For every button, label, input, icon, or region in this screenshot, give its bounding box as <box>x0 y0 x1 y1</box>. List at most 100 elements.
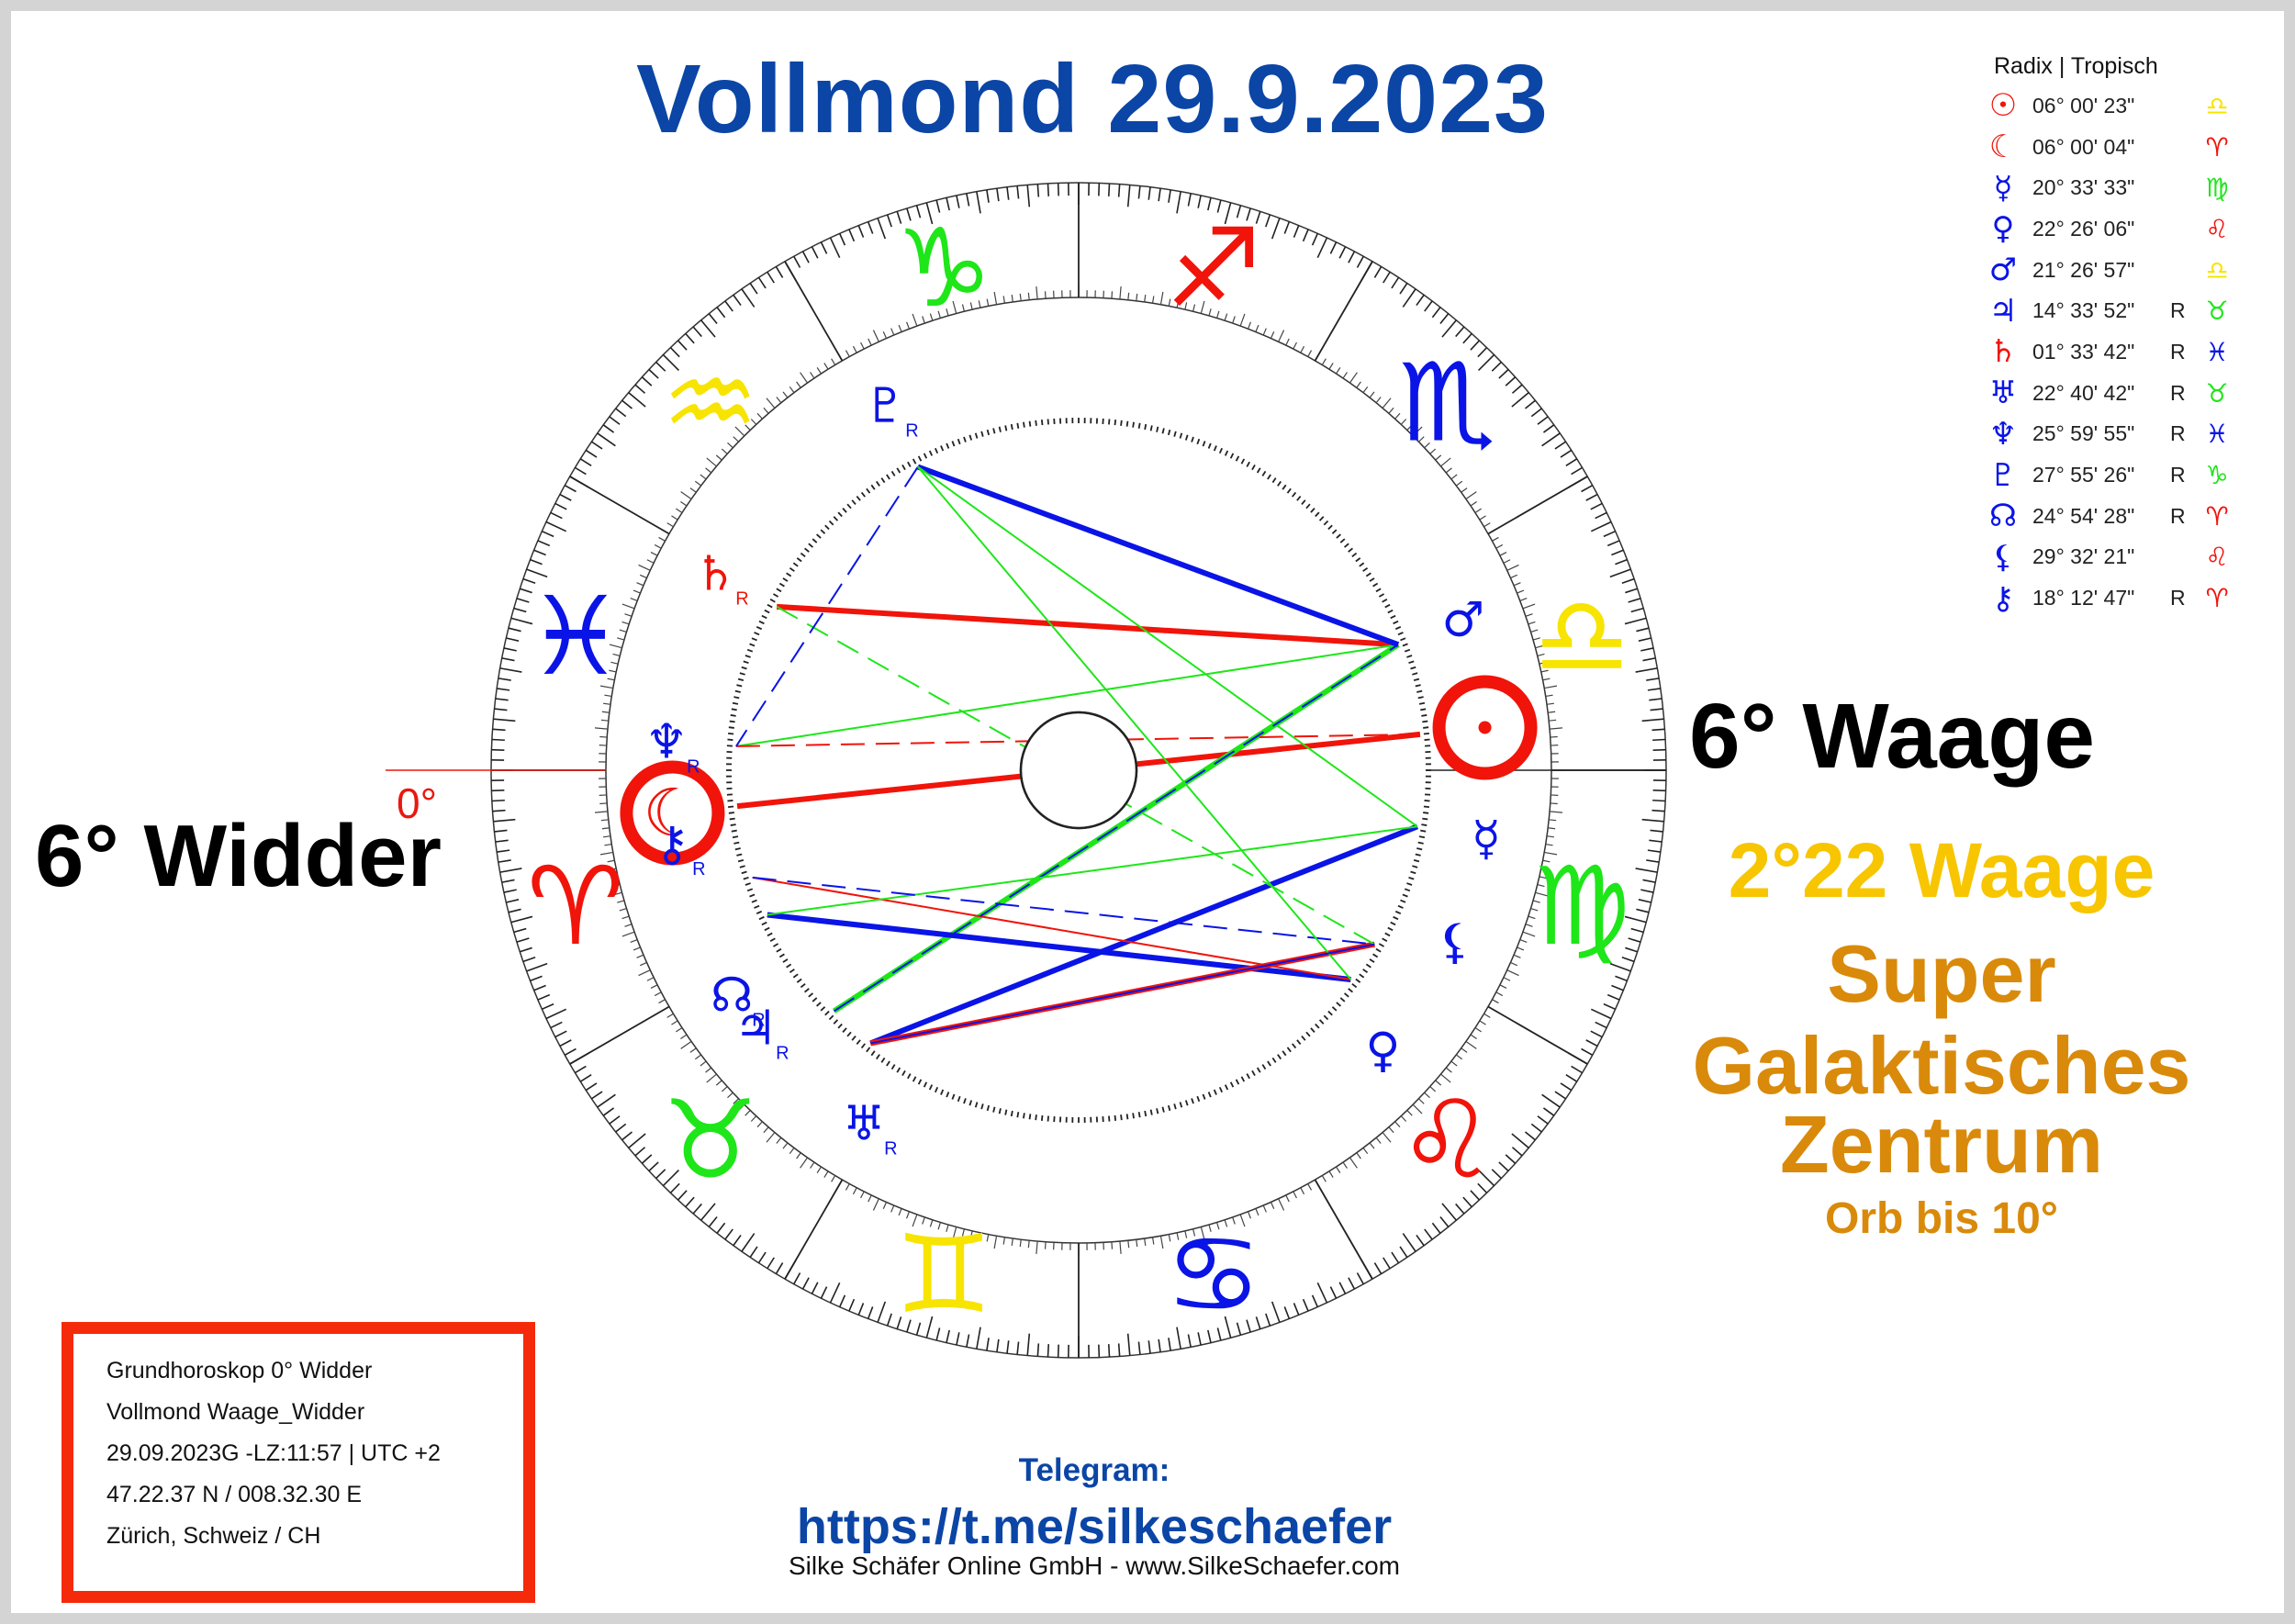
inner-tick <box>907 461 912 467</box>
degree-tick <box>1148 1340 1151 1354</box>
degree-tick <box>700 474 707 480</box>
degree-tick <box>890 328 895 336</box>
degree-tick <box>1187 193 1192 207</box>
inner-tick <box>1408 876 1415 880</box>
degree-tick <box>860 1191 865 1199</box>
inner-tick <box>808 543 814 548</box>
aries-icon: ♈︎ <box>527 843 624 969</box>
degree-tick <box>1255 324 1259 332</box>
inner-tick <box>957 1095 961 1103</box>
degree-tick <box>1560 1082 1573 1092</box>
degree-tick <box>493 818 516 823</box>
degree-tick <box>741 1233 756 1252</box>
aspect-line-neptune-sun <box>735 733 1420 747</box>
degree-tick <box>1638 899 1651 903</box>
inner-tick <box>737 858 744 863</box>
aspect-line-mars-pluto <box>916 464 1400 648</box>
inner-tick <box>727 738 733 741</box>
inner-tick <box>1261 470 1267 476</box>
degree-tick <box>1137 185 1141 199</box>
degree-tick <box>868 1194 872 1203</box>
aspect-line-venus-chiron <box>752 876 1351 981</box>
degree-tick <box>811 1282 819 1294</box>
degree-tick <box>1316 1282 1328 1304</box>
inner-tick <box>890 470 896 476</box>
degree-tick <box>513 607 527 613</box>
lilith-icon: ⚸ <box>1991 538 2015 576</box>
inner-tick <box>1144 423 1148 431</box>
legend-row-neptune: ♆25° 59' 55"R♓︎ <box>1974 414 2240 455</box>
inner-tick <box>1271 477 1277 484</box>
degree-tick <box>676 508 683 514</box>
inner-tick <box>1417 696 1424 700</box>
degree-tick <box>716 1222 726 1234</box>
degree-tick <box>499 667 522 673</box>
degree-tick <box>749 282 758 295</box>
degree-tick <box>1255 1208 1259 1216</box>
degree-tick <box>1293 1191 1297 1199</box>
retrograde-marker: R <box>687 757 700 778</box>
degree-tick <box>852 1187 857 1195</box>
degree-tick <box>1479 1020 1486 1025</box>
aries-icon: ♈︎ <box>2205 131 2229 162</box>
degree-tick <box>1255 211 1261 224</box>
degree-tick <box>671 1020 678 1025</box>
degree-tick <box>498 678 511 681</box>
inner-tick <box>728 805 734 809</box>
degree-tick <box>1440 1073 1451 1083</box>
degree-tick <box>1465 491 1477 500</box>
inner-tick <box>1251 1070 1256 1077</box>
degree-tick <box>1603 530 1616 538</box>
degree-tick <box>669 347 680 358</box>
inner-tick <box>1424 738 1430 741</box>
degree-tick <box>1445 1067 1452 1073</box>
legend-row-venus: ♀22° 26' 06"♌︎ <box>1974 208 2240 250</box>
degree-tick <box>1524 399 1536 409</box>
degree-tick <box>1271 218 1281 240</box>
degree-tick <box>1470 1190 1481 1201</box>
degree-tick <box>564 1047 577 1056</box>
telegram-link[interactable]: https://t.me/silkeschaefer <box>796 1499 1393 1554</box>
degree-tick <box>1540 868 1549 871</box>
degree-tick <box>1406 424 1413 431</box>
degree-tick <box>498 859 511 863</box>
galactic-position-label: 2°22 Waage <box>1728 827 2155 913</box>
inner-tick <box>1229 1081 1235 1088</box>
inner-tick <box>789 969 795 973</box>
degree-tick <box>767 1257 775 1270</box>
degree-tick <box>763 1126 769 1134</box>
inner-tick <box>1184 434 1189 441</box>
inner-tick <box>934 447 939 454</box>
taurus-icon: ♉︎ <box>2205 296 2229 327</box>
degree-tick <box>1247 1211 1251 1219</box>
inner-tick <box>804 988 810 993</box>
degree-tick <box>700 1060 707 1067</box>
degree-tick <box>599 851 613 856</box>
degree-tick <box>810 372 815 379</box>
degree-tick <box>852 345 857 353</box>
inner-tick <box>761 614 767 620</box>
degree-tick <box>609 891 622 897</box>
degree-tick <box>537 993 551 1001</box>
inner-tick <box>816 533 822 539</box>
inner-tick <box>870 1050 876 1057</box>
degree-tick <box>1016 1341 1020 1355</box>
degree-tick <box>542 530 554 538</box>
degree-tick <box>724 300 733 312</box>
degree-tick <box>1192 304 1196 312</box>
inner-tick <box>890 1064 896 1070</box>
degree-tick <box>1435 1080 1442 1086</box>
degree-tick <box>1590 502 1603 510</box>
degree-tick <box>1270 1202 1275 1210</box>
legend-row-moon: ☾06° 00' 04"♈︎ <box>1974 127 2240 168</box>
degree-tick <box>554 1030 567 1038</box>
degree-tick <box>1302 229 1309 242</box>
degree-tick <box>1399 282 1408 295</box>
inner-tick <box>1137 422 1141 429</box>
degree-tick <box>1621 957 1635 963</box>
inner-tick <box>1404 888 1411 892</box>
degree-tick <box>491 738 505 742</box>
degree-tick <box>1609 962 1631 972</box>
degree-tick <box>1283 1306 1291 1319</box>
degree-tick <box>680 501 688 507</box>
